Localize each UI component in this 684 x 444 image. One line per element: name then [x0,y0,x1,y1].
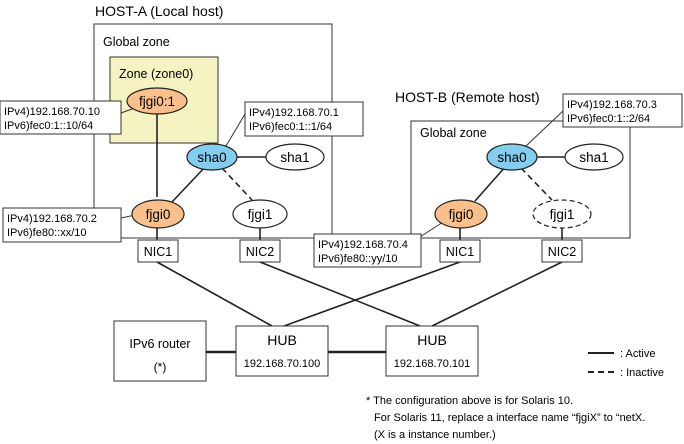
node-a-sha1: sha1 [265,143,325,171]
node-a-fjgi01-label: fjgi0:1 [139,94,175,109]
node-a-fjgi01: fjgi0:1 [126,87,188,115]
callout-pointer-b-fjgi0 [419,221,444,238]
callout-b-fjgi0: IPv4)192.168.70.4 IPv6)fe80::yy/10 [313,233,422,268]
footnote-line-1: * The configuration above is for Solaris… [366,395,573,407]
callout-b-fjgi0-ipv4: IPv4)192.168.70.4 [318,239,408,251]
link-b-nic1-hub1 [283,261,461,327]
callout-b-sha0-ipv4: IPv4)192.168.70.3 [567,99,657,111]
callout-a-fjgi0: IPv4)192.168.70.2 IPv6)fe80::xx/10 [2,207,122,243]
link-b-sha0-fjgi0 [474,165,507,202]
link-b-sha0-fjgi1 [520,167,553,201]
callout-a-sha0-ipv6: IPv6)fec0:1::1/64 [249,121,332,133]
legend: : Active : Inactive [588,348,664,379]
callout-a-fjgi01-ipv6: IPv6)fec0:1::10/64 [4,120,93,132]
footnote-line-2: For Solaris 11, replace a interface name… [374,412,645,424]
link-a-sha0-fjgi0 [171,165,207,203]
ipv6-router-label: IPv6 router [129,337,190,351]
callout-a-sha0: IPv4)192.168.70.1 IPv6)fec0:1::1/64 [244,101,364,137]
host-a-global-zone-label: Global zone [103,35,170,49]
ipv6-router: IPv6 router (*) [113,320,207,382]
footnote: * The configuration above is for Solaris… [366,395,645,441]
callout-a-fjgi01-ipv4: IPv4)192.168.70.10 [4,106,100,118]
link-a-sha0-fjgi1 [221,167,253,201]
callout-pointer-b-sha0 [525,110,564,147]
node-b-sha1: sha1 [564,143,624,171]
node-a-sha1-label: sha1 [280,150,309,165]
hub-1-ip: 192.168.70.100 [244,358,320,370]
hub-2-label: HUB [417,332,447,348]
node-b-nic2: NIC2 [541,239,583,263]
hub-2-ip: 192.168.70.101 [394,358,470,370]
callout-a-fjgi0-ipv6: IPv6)fe80::xx/10 [7,227,87,239]
ipv6-router-note: (*) [154,360,167,374]
link-a-nic1-hub1 [156,261,273,327]
node-b-fjgi0: fjgi0 [434,199,488,229]
callout-a-sha0-ipv4: IPv4)192.168.70.1 [249,107,339,119]
callout-b-sha0: IPv4)192.168.70.3 IPv6)fec0:1::2/64 [562,93,683,128]
node-a-nic2-label: NIC2 [246,245,275,259]
node-b-sha0-label: sha0 [497,150,526,165]
callout-b-fjgi0-ipv6: IPv6)fe80::yy/10 [318,253,398,265]
node-a-nic2: NIC2 [239,239,281,263]
node-a-sha0: sha0 [186,143,238,171]
callout-a-fjgi01: IPv4)192.168.70.10 IPv6)fec0:1::10/64 [0,100,122,135]
node-a-nic1-label: NIC1 [144,245,173,259]
legend-active-label: : Active [620,348,655,360]
host-a-title: HOST-A (Local host) [95,3,223,19]
host-b-global-zone-label: Global zone [420,126,487,140]
hub-2: HUB 192.168.70.101 [385,325,479,377]
node-a-nic1: NIC1 [137,239,179,263]
legend-inactive-label: : Inactive [620,367,664,379]
node-b-nic1-label: NIC1 [446,245,475,259]
node-b-nic2-label: NIC2 [548,245,577,259]
callout-pointer-a-sha0 [225,113,246,147]
link-a-nic2-hub2 [259,261,421,327]
node-b-sha1-label: sha1 [579,150,608,165]
node-b-fjgi0-label: fjgi0 [449,207,474,222]
footnote-line-3: (X is a instance number.) [374,429,496,441]
hub-1-label: HUB [267,332,297,348]
node-b-sha0: sha0 [486,143,538,171]
hub-1: HUB 192.168.70.100 [235,325,329,377]
node-a-fjgi1-label: fjgi1 [248,207,273,222]
node-b-fjgi1-label: fjgi1 [550,207,575,222]
node-b-fjgi1: fjgi1 [532,199,592,229]
zone0-label: Zone (zone0) [119,67,193,81]
node-a-fjgi0: fjgi0 [131,199,185,229]
link-b-nic2-hub2 [431,261,563,327]
node-a-fjgi1: fjgi1 [232,199,288,229]
node-b-nic1: NIC1 [439,239,481,263]
node-a-fjgi0-label: fjgi0 [146,207,171,222]
callout-a-fjgi0-ipv4: IPv4)192.168.70.2 [7,213,97,225]
host-b-title: HOST-B (Remote host) [395,89,540,105]
node-a-sha0-label: sha0 [197,150,226,165]
callout-b-sha0-ipv6: IPv6)fec0:1::2/64 [567,113,650,125]
